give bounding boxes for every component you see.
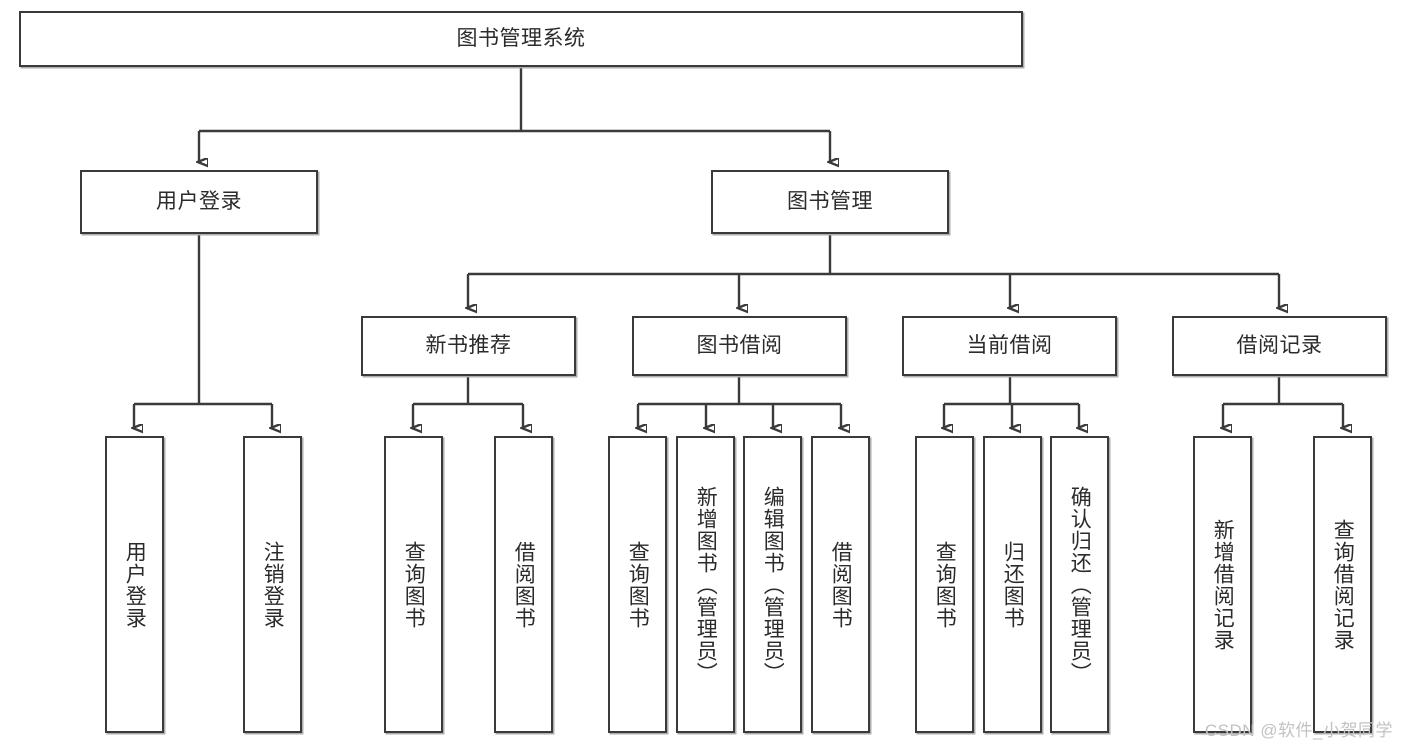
node-label: 图书借阅 [696, 333, 783, 357]
node-label: 用户登录 [156, 189, 242, 213]
csdn-watermark: CSDN @软件_小贺同学 [1204, 721, 1393, 740]
leaf-book-borrow-borrow-books[interactable]: 借阅图书 [811, 436, 870, 733]
node-label: 编辑图书（管理员） [761, 485, 785, 684]
node-label: 新书推荐 [425, 333, 512, 357]
leaf-current-borrow-return-books[interactable]: 归还图书 [983, 436, 1042, 733]
node-current-borrow[interactable]: 当前借阅 [902, 316, 1117, 376]
node-label: 新增借阅记录 [1211, 518, 1235, 651]
node-label: 归还图书 [1001, 540, 1025, 629]
leaf-borrow-record-query-record[interactable]: 查询借阅记录 [1313, 436, 1372, 733]
node-borrow-record[interactable]: 借阅记录 [1172, 316, 1387, 376]
leaf-current-borrow-confirm-return-admin[interactable]: 确认归还（管理员） [1050, 436, 1109, 733]
leaf-book-borrow-add-book-admin[interactable]: 新增图书（管理员） [676, 436, 735, 733]
node-root-book-management-system[interactable]: 图书管理系统 [19, 11, 1023, 67]
node-label: 查询图书 [933, 540, 957, 629]
leaf-book-borrow-edit-book-admin[interactable]: 编辑图书（管理员） [743, 436, 802, 733]
node-book-management[interactable]: 图书管理 [711, 170, 949, 234]
leaf-book-borrow-query-books[interactable]: 查询图书 [608, 436, 667, 733]
leaf-new-book-borrow-books[interactable]: 借阅图书 [494, 436, 553, 733]
node-label: 借阅记录 [1236, 333, 1323, 357]
node-label: 查询借阅记录 [1331, 518, 1355, 651]
node-label: 图书管理系统 [456, 26, 586, 50]
node-label: 查询图书 [402, 540, 426, 629]
node-label: 新增图书（管理员） [694, 485, 718, 684]
node-label: 用户登录 [123, 540, 147, 629]
node-label: 注销登录 [261, 540, 285, 629]
node-label: 当前借阅 [966, 333, 1053, 357]
node-label: 借阅图书 [512, 540, 536, 629]
node-label: 确认归还（管理员） [1068, 485, 1092, 684]
node-book-borrow[interactable]: 图书借阅 [632, 316, 847, 376]
leaf-user-login-login[interactable]: 用户登录 [105, 436, 164, 733]
node-label: 借阅图书 [829, 540, 853, 629]
leaf-current-borrow-query-books[interactable]: 查询图书 [915, 436, 974, 733]
node-user-login[interactable]: 用户登录 [80, 170, 318, 234]
node-label: 查询图书 [626, 540, 650, 629]
leaf-user-login-logout[interactable]: 注销登录 [243, 436, 302, 733]
node-label: 图书管理 [787, 189, 873, 213]
node-new-book-recommend[interactable]: 新书推荐 [361, 316, 576, 376]
leaf-borrow-record-add-record[interactable]: 新增借阅记录 [1193, 436, 1252, 733]
leaf-new-book-query-books[interactable]: 查询图书 [384, 436, 443, 733]
